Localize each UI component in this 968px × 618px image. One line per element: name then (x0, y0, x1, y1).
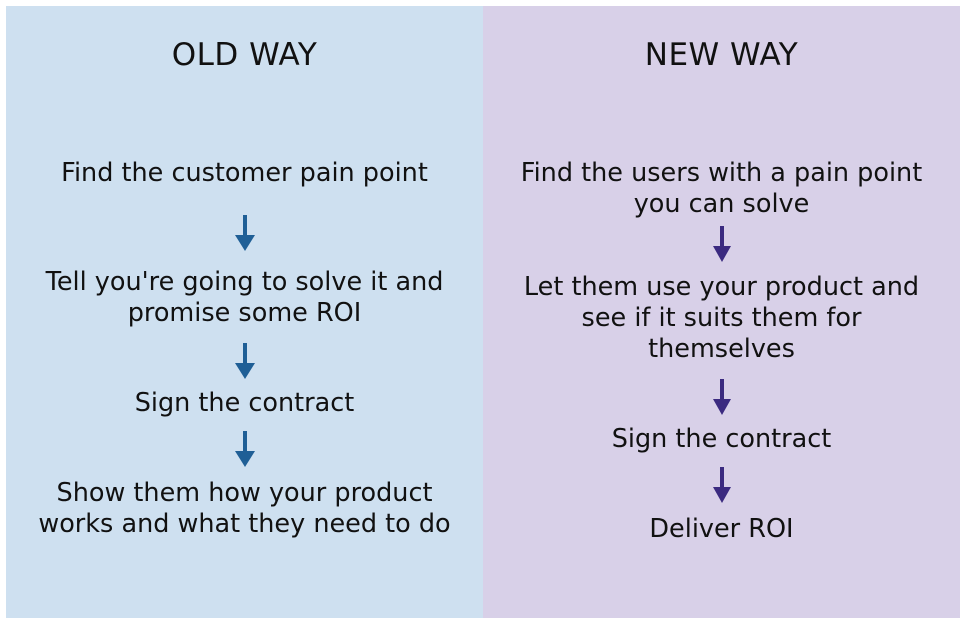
flow-step: Find the customer pain point (61, 157, 428, 188)
flow-step: Tell you're going to solve it and promis… (45, 266, 444, 328)
flow-step: Find the users with a pain point you can… (520, 157, 923, 219)
column-title-old-way: OLD WAY (171, 37, 318, 73)
column-old-way: OLD WAY Find the customer pain point Tel… (6, 6, 483, 618)
down-arrow-icon (232, 214, 258, 251)
flow-step: Let them use your product and see if it … (523, 271, 920, 364)
comparison-diagram: OLD WAY Find the customer pain point Tel… (6, 6, 960, 618)
flow-step: Sign the contract (611, 423, 832, 454)
flow-step: Show them how your product works and wha… (38, 477, 451, 539)
down-arrow-icon (709, 466, 735, 503)
flow-step: Deliver ROI (649, 513, 794, 544)
down-arrow-icon (709, 225, 735, 262)
flow-old-way: Find the customer pain point Tell you're… (6, 97, 483, 540)
column-title-new-way: NEW WAY (644, 37, 799, 73)
column-new-way: NEW WAY Find the users with a pain point… (483, 6, 960, 618)
down-arrow-icon (232, 342, 258, 379)
down-arrow-icon (709, 378, 735, 415)
flow-step: Sign the contract (134, 387, 355, 418)
down-arrow-icon (232, 430, 258, 467)
flow-new-way: Find the users with a pain point you can… (483, 97, 960, 545)
